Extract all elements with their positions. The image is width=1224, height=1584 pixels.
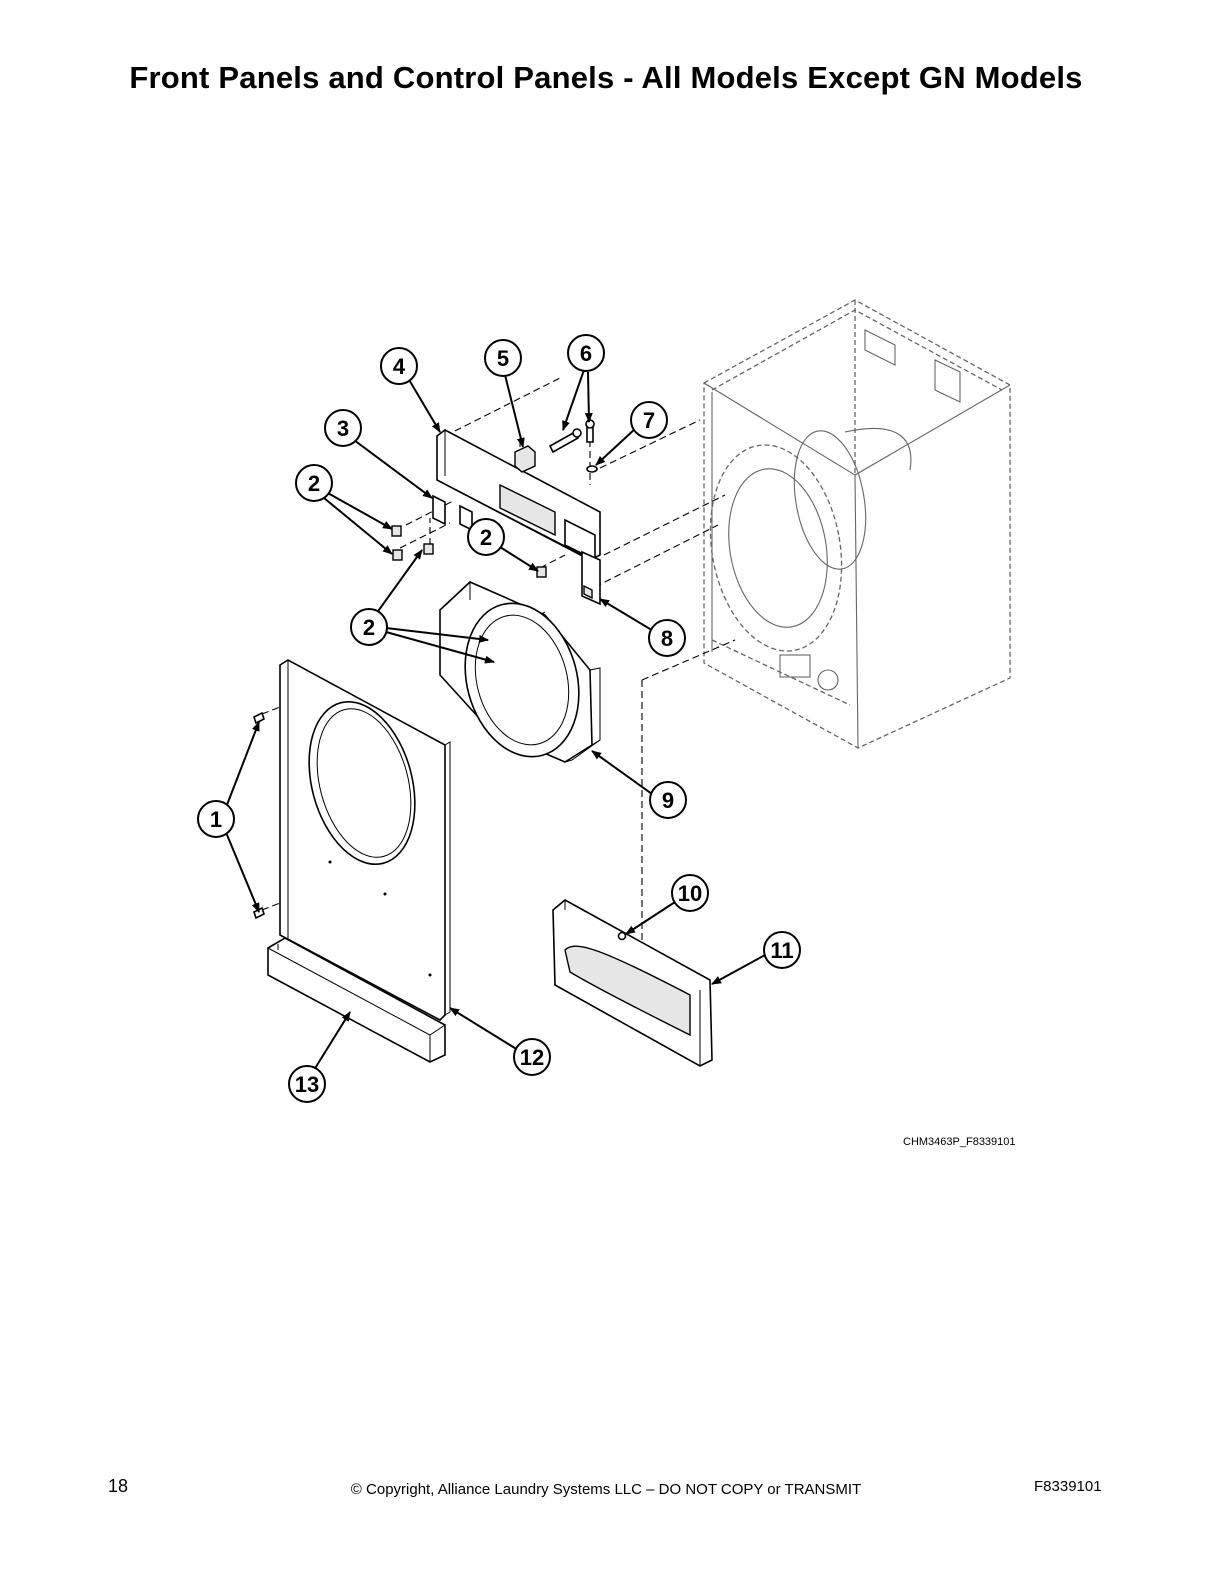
- svg-text:6: 6: [580, 341, 592, 366]
- svg-text:2: 2: [363, 615, 375, 640]
- callout-1: 1: [197, 800, 235, 838]
- callout-12: 12: [513, 1038, 551, 1076]
- callout-8: 8: [648, 619, 686, 657]
- part-10-screw: [617, 931, 627, 941]
- part-11-lower-panel: [552, 899, 713, 1067]
- callout-3: 3: [324, 409, 362, 447]
- leader-lines: [224, 369, 766, 1071]
- illustration-reference-code: CHM3463P_F8339101: [903, 1136, 1016, 1148]
- part-6-screws: [548, 419, 595, 454]
- callout-13: 13: [288, 1065, 326, 1103]
- callout-2-lower-left: 2: [350, 608, 388, 646]
- svg-text:5: 5: [497, 346, 509, 371]
- callout-11: 11: [763, 931, 801, 969]
- svg-text:8: 8: [661, 626, 673, 651]
- part-12-front-panel: [279, 659, 451, 1021]
- svg-text:1: 1: [210, 807, 222, 832]
- callout-6: 6: [567, 334, 605, 372]
- svg-text:2: 2: [308, 471, 320, 496]
- callout-4: 4: [380, 347, 418, 385]
- dryer-cabinet: [703, 299, 1011, 749]
- part-9-door-ring-panel: [439, 581, 601, 763]
- part-1-screws: [253, 711, 265, 920]
- page-title: Front Panels and Control Panels - All Mo…: [129, 60, 1083, 95]
- svg-text:13: 13: [295, 1072, 319, 1097]
- part-3-bracket: [432, 494, 473, 532]
- callout-2-upper-left: 2: [295, 464, 333, 502]
- document-number: F8339101: [1034, 1478, 1102, 1495]
- callout-5: 5: [484, 339, 522, 377]
- part-8-side-bracket: [581, 550, 601, 606]
- callout-9: 9: [649, 781, 687, 819]
- svg-text:3: 3: [337, 416, 349, 441]
- page-number: 18: [108, 1476, 129, 1496]
- callout-2-center: 2: [467, 518, 505, 556]
- callout-7: 7: [630, 401, 668, 439]
- part-5-clip: [514, 445, 536, 473]
- part-7-washer: [586, 465, 598, 473]
- svg-text:9: 9: [662, 788, 674, 813]
- part-13-kick-plate: [267, 937, 446, 1063]
- svg-text:7: 7: [643, 408, 655, 433]
- svg-text:12: 12: [520, 1045, 544, 1070]
- svg-text:4: 4: [393, 354, 406, 379]
- svg-text:2: 2: [480, 525, 492, 550]
- callout-10: 10: [671, 874, 709, 912]
- svg-text:11: 11: [770, 938, 793, 963]
- svg-text:10: 10: [678, 881, 702, 906]
- copyright-notice: © Copyright, Alliance Laundry Systems LL…: [350, 1481, 862, 1498]
